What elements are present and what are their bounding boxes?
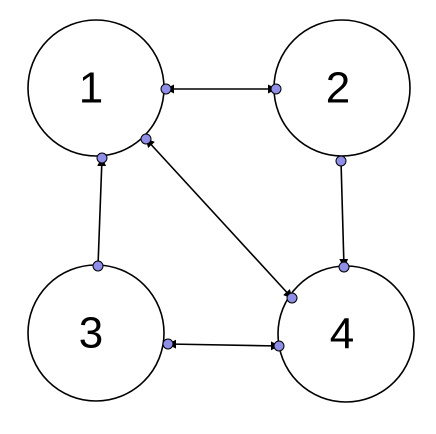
port-node-2-bottom[interactable]: [335, 155, 347, 167]
node-2[interactable]: 2: [273, 19, 411, 157]
port-node-4-upper-left[interactable]: [286, 292, 298, 304]
edge-1-4-bidirectional[interactable]: [145, 138, 293, 299]
edge-2-to-4[interactable]: [339, 160, 349, 268]
port-node-2-left[interactable]: [270, 83, 282, 95]
node-3[interactable]: 3: [27, 264, 165, 402]
port-node-3-top[interactable]: [92, 260, 104, 272]
node-1-label: 1: [79, 64, 103, 113]
port-node-4-left[interactable]: [273, 340, 285, 352]
node-2-label: 2: [326, 64, 350, 113]
port-node-1-bottom[interactable]: [96, 152, 108, 164]
node-4-label: 4: [330, 310, 354, 359]
node-4[interactable]: 4: [277, 265, 415, 403]
node-3-label: 3: [79, 309, 103, 358]
edge-3-to-1[interactable]: [97, 157, 107, 267]
edge-3-4-bidirectional[interactable]: [167, 339, 280, 351]
port-node-4-top[interactable]: [338, 261, 350, 273]
port-node-1-right[interactable]: [160, 83, 172, 95]
port-node-3-right[interactable]: [162, 338, 174, 350]
port-node-1-lower-right[interactable]: [140, 133, 152, 145]
